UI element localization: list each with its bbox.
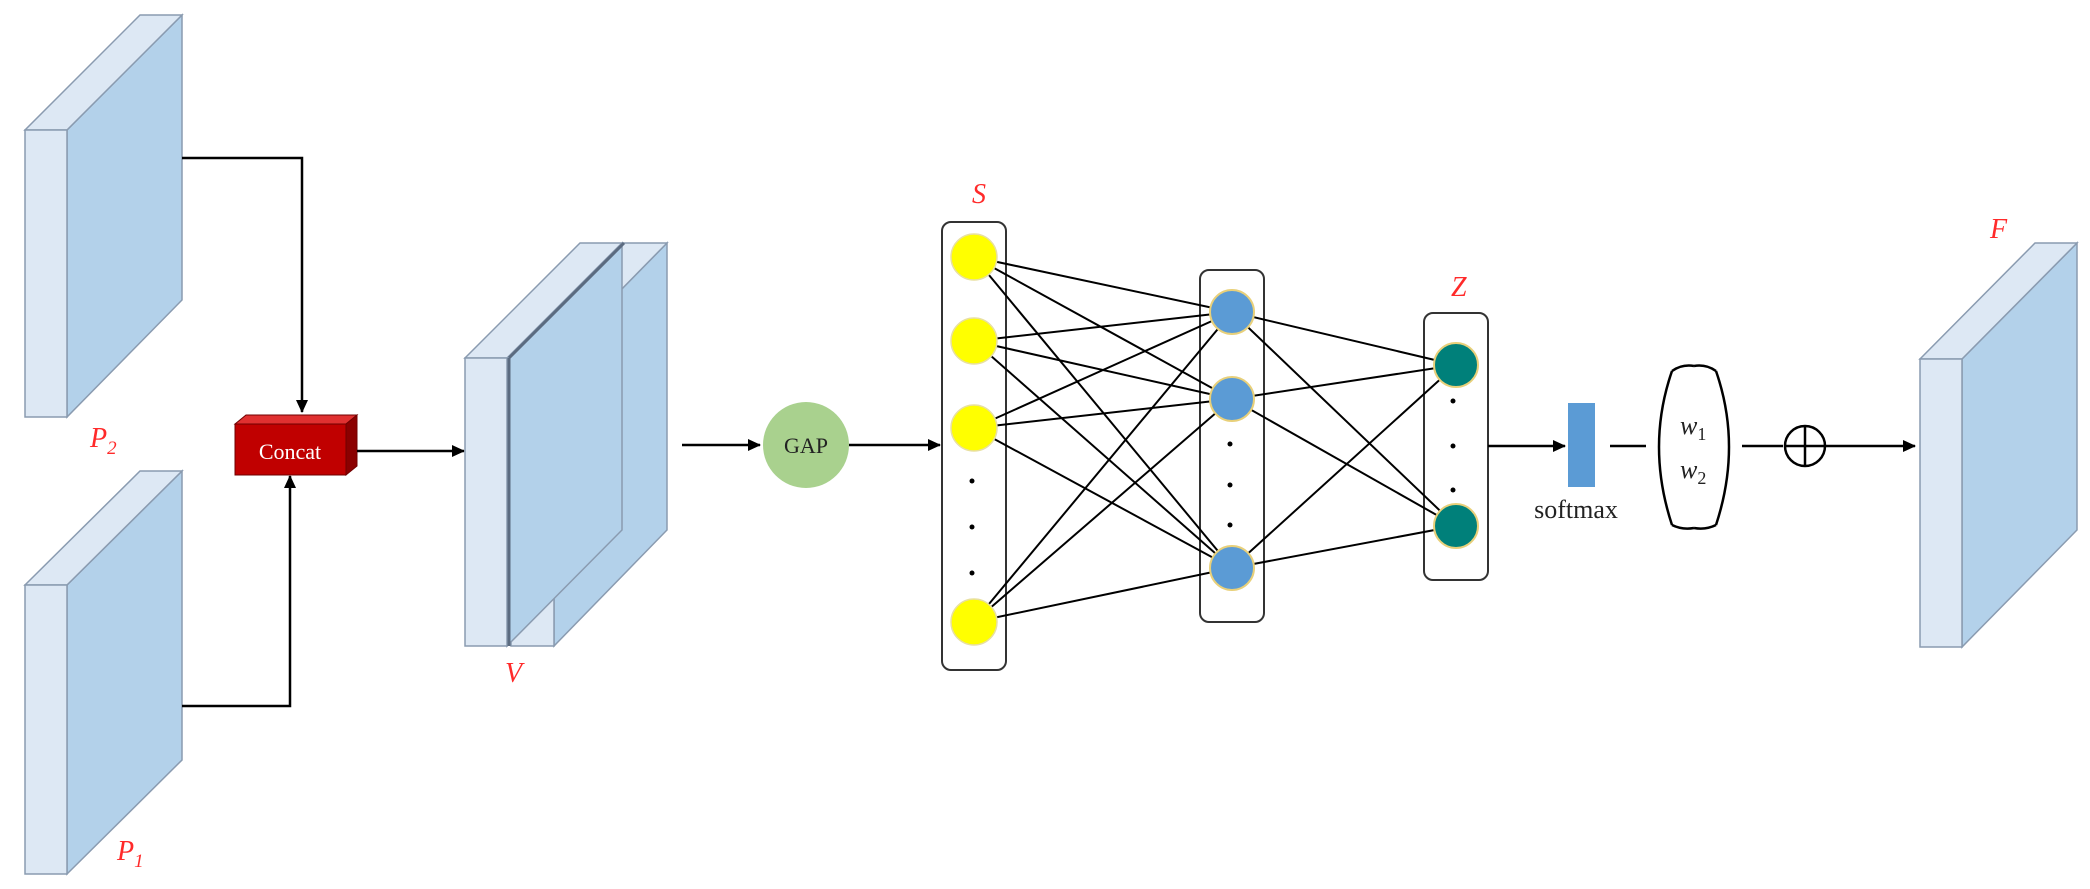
s-node <box>950 404 998 452</box>
concat-block: Concat <box>233 413 359 477</box>
softmax-bar <box>1568 403 1595 487</box>
f-label: F <box>1989 214 2008 245</box>
ellipsis-dot <box>969 478 975 484</box>
circled-plus-icon <box>1783 424 1827 468</box>
s-to-hidden-connections <box>973 256 1233 623</box>
z-node <box>1433 342 1479 388</box>
hidden-layer-box <box>1199 269 1265 623</box>
ellipsis-dot <box>1450 398 1456 404</box>
ellipsis-dot <box>969 570 975 576</box>
s-node <box>950 598 998 646</box>
z-nodes <box>1433 342 1479 549</box>
ellipsis-dot <box>1450 487 1456 493</box>
ellipsis-dot <box>1227 441 1233 447</box>
s-nodes <box>950 233 998 646</box>
ellipsis-dot <box>1227 482 1233 488</box>
p1-feature-map <box>23 469 184 876</box>
w1-label: w1 <box>1680 411 1706 444</box>
hidden-node <box>1209 289 1255 335</box>
softmax-label: softmax <box>1534 495 1618 524</box>
s-node <box>950 233 998 281</box>
z-node <box>1433 503 1479 549</box>
v-label: V <box>505 658 525 689</box>
ellipsis-dot <box>1227 522 1233 528</box>
weights-vector: w1 w2 <box>1657 364 1731 530</box>
concat-input-arrows <box>182 156 308 708</box>
w2-label: w2 <box>1680 455 1706 488</box>
v-feature-map <box>463 241 669 648</box>
gap-node: GAP <box>763 402 849 488</box>
p2-label: P2 <box>89 423 117 459</box>
z-label: Z <box>1451 272 1467 303</box>
s-label: S <box>972 179 986 210</box>
gap-label: GAP <box>784 433 828 458</box>
hidden-nodes <box>1209 289 1255 591</box>
f-feature-map <box>1918 241 2079 649</box>
hidden-node <box>1209 545 1255 591</box>
ellipsis-dot <box>969 524 975 530</box>
hidden-to-z-connections <box>1231 311 1457 569</box>
hidden-node <box>1209 376 1255 422</box>
p2-feature-map <box>23 13 184 419</box>
p1-label: P1 <box>116 836 144 872</box>
concat-label: Concat <box>259 439 321 464</box>
s-node <box>950 317 998 365</box>
ellipsis-dot <box>1450 443 1456 449</box>
